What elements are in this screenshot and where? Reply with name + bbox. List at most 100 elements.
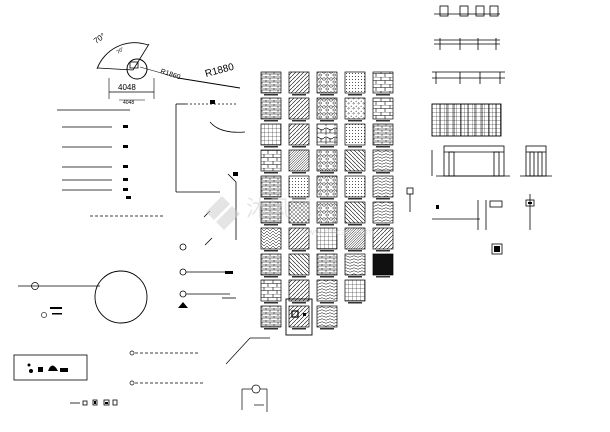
hatch-swatch-waves <box>372 201 394 224</box>
hatch-swatch-caption <box>348 146 362 148</box>
hatch-swatch-diag-left <box>344 201 366 224</box>
hatch-swatch-cobble <box>316 123 338 146</box>
hatch-swatch-pebble <box>316 97 338 120</box>
width-label-main: 4048 <box>118 83 136 92</box>
hatch-swatch-brick <box>316 253 338 276</box>
hatch-swatch-diag-left <box>344 149 366 172</box>
structure-plan-top <box>434 5 500 50</box>
pergola-front-elevation <box>431 145 510 177</box>
legend-box <box>13 354 88 381</box>
hatch-swatch-caption <box>348 172 362 174</box>
tag-block <box>225 271 233 274</box>
hatch-swatch-caption <box>348 224 362 226</box>
hatch-swatch-caption <box>292 146 306 148</box>
hatch-swatch-caption <box>264 224 278 226</box>
width-label-secondary: 4048 <box>123 100 134 106</box>
hatch-swatch-waves <box>316 305 338 328</box>
pergola-side-elevation <box>520 145 552 177</box>
hatch-swatch-caption <box>376 250 390 252</box>
hatch-swatch-caption <box>320 120 334 122</box>
hatch-swatch-caption <box>292 302 306 304</box>
hatch-swatch-caption <box>264 276 278 278</box>
hatch-swatch-caption <box>348 120 362 122</box>
hatch-swatch-stone-block <box>372 71 394 94</box>
hatch-swatch-caption <box>264 120 278 122</box>
radius-center-circle <box>126 58 148 80</box>
hatch-swatch-dots <box>344 123 366 146</box>
hatch-swatch-caption <box>320 94 334 96</box>
hatch-swatch-diag-dense <box>344 227 366 250</box>
linetype-tags <box>123 125 131 199</box>
hatch-swatch-solid <box>372 253 394 276</box>
hatch-swatch-caption <box>348 276 362 278</box>
hatch-swatch-caption <box>320 146 334 148</box>
hatch-swatch-brick <box>260 97 282 120</box>
hatch-swatch-brick <box>260 71 282 94</box>
radius-label-small: R1860 <box>159 68 181 81</box>
hatch-swatch-caption <box>292 120 306 122</box>
icon-row-fills <box>94 401 108 404</box>
hatch-swatch-caption <box>264 250 278 252</box>
triangle-marker <box>178 302 188 308</box>
leader-tag-side <box>233 172 238 176</box>
hatch-swatch-caption <box>348 198 362 200</box>
angle-ray-left <box>97 67 134 71</box>
hatch-swatch-caption <box>320 302 334 304</box>
hatch-swatch-diag-right <box>372 227 394 250</box>
linetype-samples <box>57 109 165 217</box>
hatch-swatch-caption <box>264 328 278 330</box>
hatch-swatch-caption <box>292 250 306 252</box>
icon-row-bottom <box>70 399 118 406</box>
hatch-swatch-caption <box>320 224 334 226</box>
lower-leaders <box>129 337 270 412</box>
watermark-url: www.mfcad.com <box>300 228 374 238</box>
hatch-swatch-waves <box>372 175 394 198</box>
hatch-swatch-blank <box>373 306 393 327</box>
large-plan-circle <box>94 270 148 324</box>
detail-callout-fills <box>436 202 532 252</box>
hatch-swatch-caption <box>376 120 390 122</box>
hatch-swatch-caption <box>320 328 334 330</box>
angle-label-small: 70° <box>116 46 126 55</box>
hatch-swatch-caption <box>292 224 306 226</box>
hatch-swatch-grid-small <box>260 123 282 146</box>
detail-callouts-right <box>406 187 535 255</box>
hatch-swatch-herringbone <box>260 227 282 250</box>
hatch-swatch-pebble <box>316 201 338 224</box>
hatch-swatch-dots <box>344 71 366 94</box>
center-marker <box>129 61 139 69</box>
hatch-swatch-pebble <box>316 71 338 94</box>
hatch-swatch-diag-cross <box>288 201 310 224</box>
hatch-swatch-caption <box>292 328 306 330</box>
watermark-brand: 沐风网 <box>246 197 312 222</box>
hatch-swatch-dots <box>288 175 310 198</box>
hatch-swatch-pebble <box>316 175 338 198</box>
angle-label-top: 70° <box>92 31 107 45</box>
hatch-swatch-caption <box>264 302 278 304</box>
hatch-swatch-caption <box>264 94 278 96</box>
hatch-swatch-stone-block <box>260 279 282 302</box>
hatch-swatch-brick <box>260 253 282 276</box>
hatch-swatch-caption <box>320 172 334 174</box>
hatch-swatch-caption <box>320 250 334 252</box>
hatch-swatch-caption <box>376 224 390 226</box>
hatch-swatch-pebble <box>316 149 338 172</box>
hatch-swatch-caption <box>264 198 278 200</box>
angle-ray-right <box>132 43 150 71</box>
hatch-swatch-dots <box>344 175 366 198</box>
hatch-swatch-grid <box>260 71 394 330</box>
hatch-swatch-caption <box>376 172 390 174</box>
hatch-swatch-diag-right <box>288 305 310 328</box>
hatch-swatch-gravel <box>344 97 366 120</box>
hatch-swatch-diag-right <box>288 97 310 120</box>
pergola-slats <box>439 104 497 136</box>
hatch-swatch-caption <box>292 276 306 278</box>
hatch-swatch-stone-block <box>372 97 394 120</box>
watermark: 沐风网 www.mfcad.com <box>206 196 374 238</box>
hatch-swatch-caption <box>348 302 362 304</box>
leader-tag-top <box>210 100 215 104</box>
curved-leader <box>209 121 246 133</box>
hatch-swatch-caption <box>264 172 278 174</box>
hatch-swatch-brick <box>260 201 282 224</box>
